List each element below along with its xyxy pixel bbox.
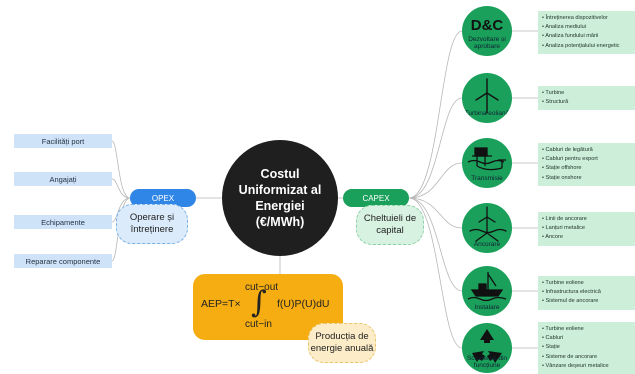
list-item: Stație offshore: [542, 164, 631, 173]
capex-mooring-list: Linii de ancorare Lanțuri metalice Ancor…: [538, 212, 635, 246]
capex-turbine-node: Turbina eoliană: [462, 73, 512, 123]
wind-turbine-icon: [475, 78, 499, 114]
list-item: Sistemul de ancorare: [542, 297, 631, 306]
capex-decommissioning-node: Scoaterea din funcțiune: [462, 323, 512, 373]
list-item: Cabluri de legătură: [542, 146, 631, 155]
list-item: Ancore: [542, 233, 631, 242]
capex-dc-label: Dezvoltare și aprobare: [468, 36, 506, 51]
aep-formula-lhs: AEP=T×: [201, 298, 241, 310]
aep-formula-box: AEP=T× cut−out ∫ cut−in f(U)P(U)dU: [193, 274, 343, 340]
opex-item-staff: Angajați: [14, 172, 112, 186]
list-item: Lanțuri metalice: [542, 224, 631, 233]
capex-turbine-label: Turbina eoliană: [464, 110, 510, 117]
installation-vessel-icon: [467, 272, 507, 302]
list-item: Linii de ancorare: [542, 215, 631, 224]
capex-pill: CAPEX: [343, 189, 409, 207]
capex-dc-list: Întreținerea dispozitivelor Analiza medi…: [538, 11, 635, 54]
list-item: Vânzare deșeuri metalice: [542, 362, 631, 371]
list-item: Turbine: [542, 89, 631, 98]
capex-dc-node: D&C Dezvoltare și aprobare: [462, 6, 512, 56]
list-item: Structură: [542, 98, 631, 107]
capex-description: Cheltuieli de capital: [356, 205, 424, 245]
opex-description: Operare și întreținere: [116, 204, 188, 244]
opex-pill: OPEX: [130, 189, 196, 207]
capex-installation-label: Instalare: [474, 304, 500, 311]
capex-turbine-list: Turbine Structură: [538, 86, 635, 111]
list-item: Stație onshore: [542, 174, 631, 183]
recycle-icon: [472, 329, 502, 363]
list-item: Analiza fundului mării: [542, 32, 631, 41]
lcoe-center-node: Costul Uniformizat al Energiei (€/MWh): [222, 140, 338, 256]
list-item: Cabluri pentru export: [542, 155, 631, 164]
dc-text-icon: D&C: [470, 17, 504, 34]
transmission-icon: [467, 147, 506, 171]
list-item: Întreținerea dispozitivelor: [542, 14, 631, 23]
opex-item-port: Facilități port: [14, 134, 112, 148]
aep-upper-limit: cut−out: [245, 282, 279, 293]
list-item: Infrastructura electrică: [542, 288, 631, 297]
aep-description: Producția de energie anuală: [308, 323, 376, 363]
list-item: Analiza mediului: [542, 23, 631, 32]
integral-sign: ∫: [251, 285, 267, 320]
list-item: Turbine eoliene: [542, 325, 631, 334]
list-item: Turbine eoliene: [542, 279, 631, 288]
aep-lower-limit: cut−in: [245, 319, 272, 330]
aep-integrand: f(U)P(U)dU: [277, 298, 330, 310]
capex-transmission-node: Transmisie: [462, 138, 512, 188]
capex-installation-node: Instalare: [462, 266, 512, 316]
capex-installation-list: Turbine eoliene Infrastructura electrică…: [538, 276, 635, 310]
opex-item-repair: Reparare componente: [14, 254, 112, 268]
list-item: Stație: [542, 343, 631, 352]
anchored-turbine-icon: [469, 206, 507, 242]
capex-transmission-label: Transmisie: [471, 175, 503, 182]
opex-item-equipment: Echipamente: [14, 215, 112, 229]
list-item: Sisteme de ancorare: [542, 353, 631, 362]
capex-mooring-label: Ancorare: [473, 241, 501, 248]
capex-mooring-node: Ancorare: [462, 203, 512, 253]
capex-decommissioning-list: Turbine eoliene Cabluri Stație Sisteme d…: [538, 322, 635, 374]
capex-transmission-list: Cabluri de legătură Cabluri pentru expor…: [538, 143, 635, 186]
list-item: Analiza potențialului energetic: [542, 42, 631, 51]
capex-decommissioning-label: Scoaterea din funcțiune: [466, 355, 508, 370]
list-item: Cabluri: [542, 334, 631, 343]
